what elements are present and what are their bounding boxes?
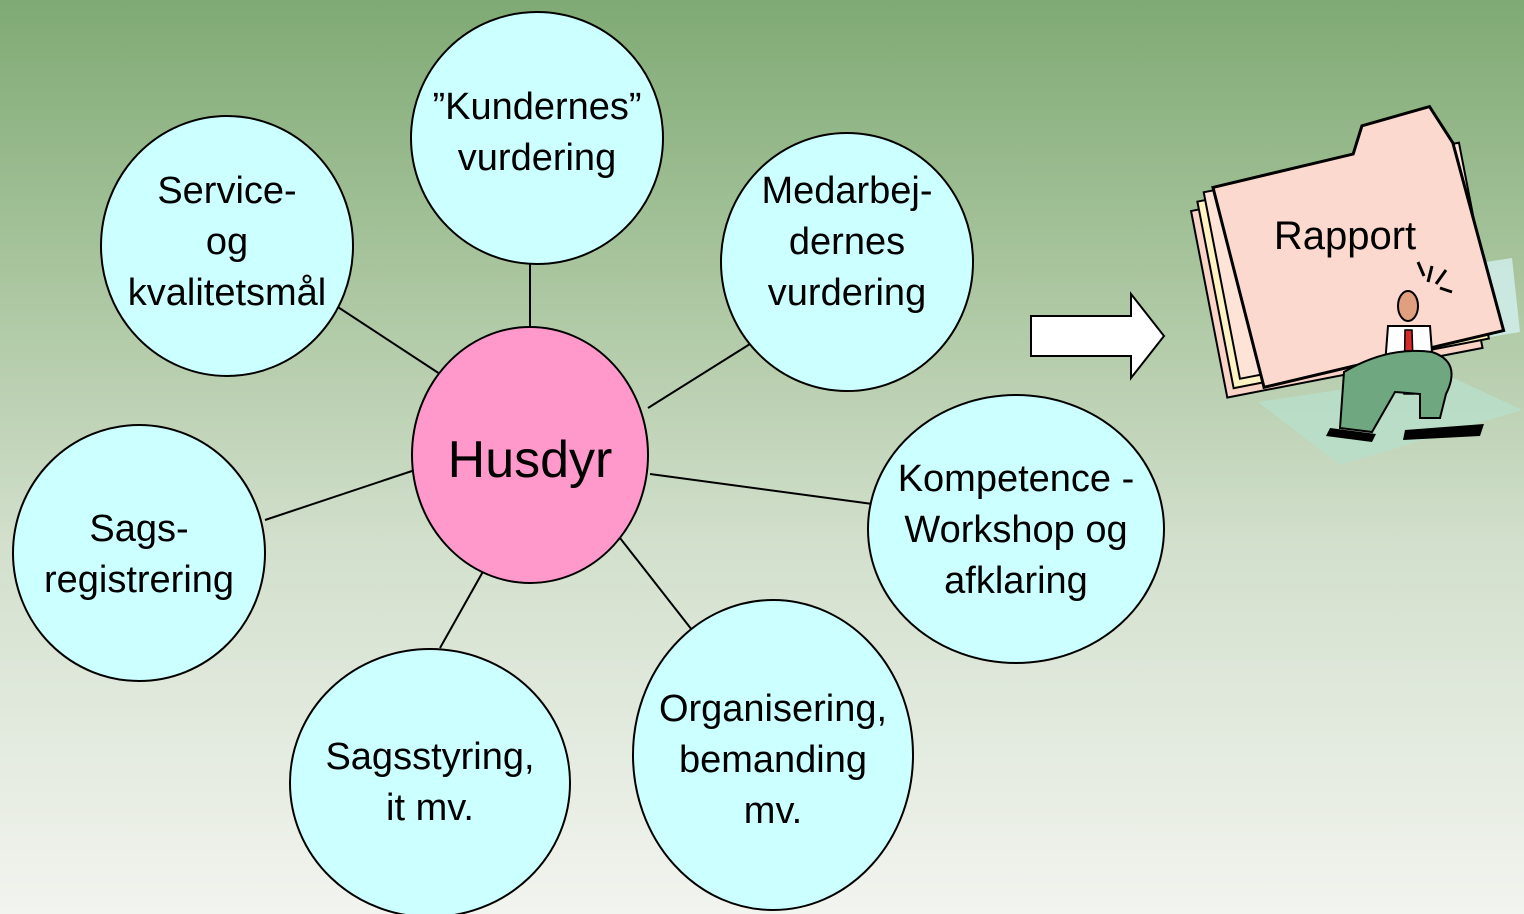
figure-head: [1397, 290, 1419, 322]
rapport-label: Rapport: [1273, 214, 1417, 258]
connector-organisering: [619, 537, 693, 631]
block-arrow-right: [1030, 291, 1166, 381]
node-service-label: Service- og kvalitetsmål: [127, 169, 327, 314]
node-kundernes-label: ”Kundernes” vurdering: [432, 86, 642, 179]
node-kompetence-label: Kompetence - Workshop og afklaring: [897, 457, 1135, 602]
node-sagsregistrering-circle: [12, 424, 266, 682]
node-sagsstyring-circle: [289, 648, 571, 914]
connector-sagsstyring: [439, 567, 486, 649]
strain-marks: [1416, 261, 1453, 294]
node-sagsstyring-label: Sagsstyring, it mv.: [325, 736, 535, 829]
center-node-label: Husdyr: [447, 431, 613, 489]
figure-shoe-right: [1403, 424, 1484, 440]
node-medarbejdernes-label: Medarbej- dernes vurdering: [761, 169, 933, 314]
node-medarbejdernes-circle: [720, 132, 974, 392]
node-service-circle: [100, 115, 354, 377]
figure-shoe-left: [1326, 428, 1376, 442]
connector-medarbejdernes: [647, 343, 751, 409]
node-organisering-circle: [632, 599, 914, 911]
node-organisering-label: Organisering, bemanding mv.: [658, 687, 888, 832]
center-node-circle: [411, 326, 649, 584]
node-sagsregistrering-label: Sags- registrering: [43, 508, 235, 601]
node-kompetence-circle: [867, 394, 1165, 664]
figure-legs: [1338, 349, 1453, 434]
connector-kompetence: [649, 473, 881, 506]
folder-front: [1211, 104, 1506, 390]
report-clipart: [1189, 104, 1522, 465]
clipart-shadow: [1258, 374, 1522, 465]
node-kundernes-circle: [410, 11, 664, 265]
connector-sagsregistrering: [264, 469, 416, 521]
